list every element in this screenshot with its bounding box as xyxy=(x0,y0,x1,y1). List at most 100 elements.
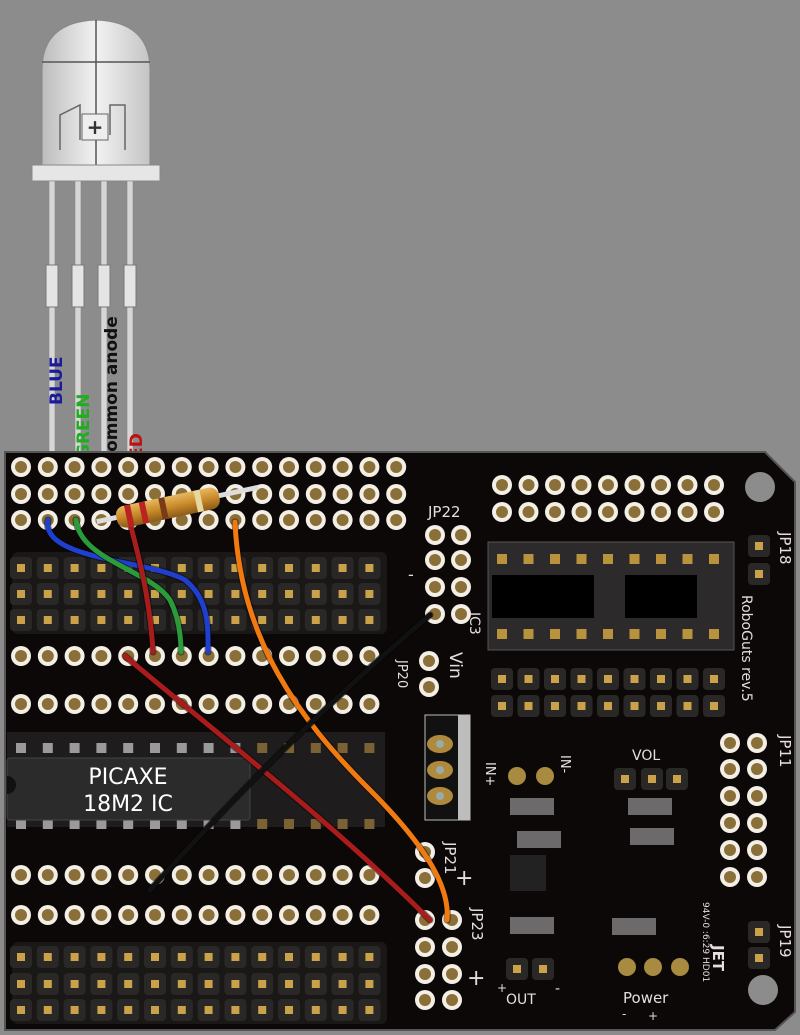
socket-pad xyxy=(497,554,507,564)
chip-label-line1: PICAXE xyxy=(88,765,167,790)
label-jp20: JP20 xyxy=(394,659,409,688)
chip-pin xyxy=(257,743,268,753)
socket-pad xyxy=(629,554,640,564)
led-leg-sleeve xyxy=(123,264,137,308)
label-power: Power xyxy=(623,989,669,1007)
input-pad xyxy=(508,767,526,785)
label-common-anode: common anode xyxy=(102,316,122,462)
chip-pin xyxy=(150,819,160,829)
resistor-band xyxy=(193,489,204,513)
label-jp19: JP19 xyxy=(776,924,794,958)
socket-pad xyxy=(656,554,666,564)
chip-pin xyxy=(42,819,53,829)
chip-pin xyxy=(203,743,214,753)
label-jp23: JP23 xyxy=(468,907,486,941)
power-pad xyxy=(618,958,636,976)
socket-pad xyxy=(523,629,534,639)
chip-pin xyxy=(284,819,294,829)
label-green: GREEN xyxy=(74,394,94,459)
chip-pin xyxy=(69,819,80,829)
right-components xyxy=(415,475,770,1010)
smd-chip xyxy=(510,855,546,891)
socket-pad xyxy=(576,554,587,564)
label-jp21: JP21 xyxy=(441,841,459,875)
chip-pin xyxy=(123,743,134,753)
resistor-band xyxy=(124,504,135,528)
socket-pad xyxy=(682,554,693,564)
label-vin: Vin xyxy=(445,652,465,679)
rgb-led: + BLUE GREEN common anode RED xyxy=(31,19,161,519)
wire-red-short xyxy=(124,509,156,655)
label-board-name: RoboGuts rev.5 xyxy=(738,595,754,702)
chip-pin xyxy=(123,819,134,829)
smd-component xyxy=(628,798,672,815)
label-brand: JET xyxy=(709,944,727,972)
chip-pin xyxy=(16,743,26,753)
label-cert: 94V-0 :6:29 HD01 xyxy=(700,902,710,982)
chip-pin xyxy=(16,819,26,829)
smd-component xyxy=(517,831,561,848)
wire-blue xyxy=(45,517,211,655)
chip-pin xyxy=(364,819,375,829)
wire-black xyxy=(147,612,433,893)
socket-pad xyxy=(709,554,719,564)
label-jp18: JP18 xyxy=(776,531,794,565)
power-pad xyxy=(644,958,662,976)
label-blue: BLUE xyxy=(47,356,67,405)
chip-pin xyxy=(176,819,187,829)
wire-green xyxy=(73,517,184,655)
chip-pin xyxy=(337,819,348,829)
jumper-wires xyxy=(44,484,451,924)
resistor-band xyxy=(138,501,150,525)
socket-pad xyxy=(603,629,613,639)
label-jp22: JP22 xyxy=(427,503,461,521)
label-power-minus: - xyxy=(622,1007,626,1021)
led-leg-sleeve xyxy=(45,264,59,308)
socket-pad xyxy=(682,629,693,639)
label-out-plus: + xyxy=(497,981,507,995)
label-jp21-plus: + xyxy=(455,866,473,891)
chip-pin xyxy=(42,743,53,753)
power-pad xyxy=(671,958,689,976)
label-jp23-plus: + xyxy=(467,966,485,991)
socket-pad xyxy=(497,629,507,639)
chip-pin xyxy=(150,743,160,753)
smd-component xyxy=(510,798,554,815)
chip-pin xyxy=(257,819,268,829)
led-polarity-mark: + xyxy=(87,115,104,139)
chip-pin xyxy=(96,743,107,753)
socket-pad xyxy=(550,629,560,639)
wire-orange xyxy=(232,519,450,923)
socket-pad xyxy=(550,554,560,564)
led-leg-sleeve xyxy=(71,264,85,308)
label-jp22-minus: - xyxy=(408,565,414,584)
input-pad xyxy=(536,767,554,785)
chip-pin xyxy=(364,743,375,753)
chip-pin xyxy=(176,743,187,753)
label-in-plus: IN+ xyxy=(482,762,497,786)
smd-component xyxy=(630,828,674,845)
socket-pad xyxy=(709,629,719,639)
chip-pin xyxy=(310,819,321,829)
chip-pin xyxy=(310,743,321,753)
label-jp11: JP11 xyxy=(776,734,794,768)
label-power-plus: + xyxy=(648,1009,658,1023)
label-vol: VOL xyxy=(632,748,660,764)
led-leg xyxy=(48,180,56,466)
socket-pad xyxy=(656,629,666,639)
label-out: OUT xyxy=(506,992,536,1008)
chip-pin xyxy=(337,743,348,753)
smd-component xyxy=(510,917,554,934)
mounting-hole xyxy=(745,472,775,502)
led-leg-sleeve xyxy=(97,264,111,308)
smd-component xyxy=(612,918,656,935)
led-flange xyxy=(31,164,161,182)
label-ic3: IC3 xyxy=(466,612,482,635)
socket-pad xyxy=(629,629,640,639)
label-in-minus: IN- xyxy=(557,755,572,774)
socket-pad xyxy=(603,554,613,564)
socket-pad xyxy=(523,554,534,564)
mounting-hole xyxy=(748,975,778,1005)
